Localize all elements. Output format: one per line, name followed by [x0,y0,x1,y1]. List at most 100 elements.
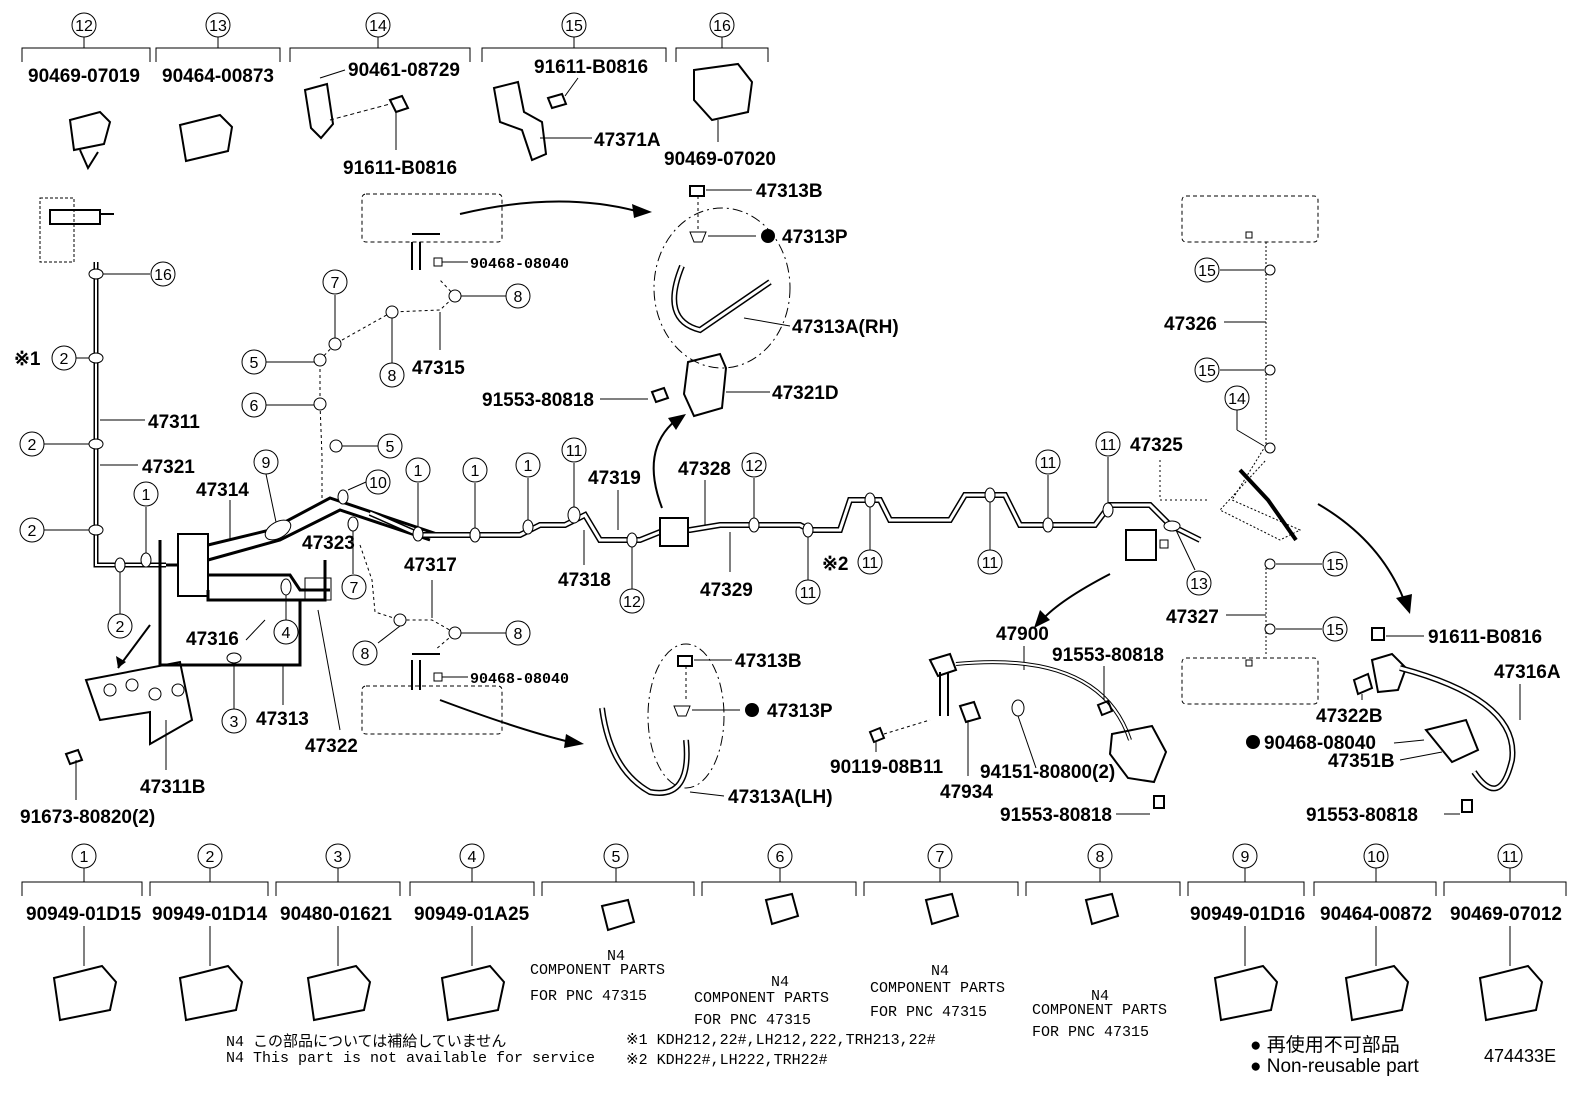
svg-text:1: 1 [414,463,423,480]
part-label: 47318 [558,570,611,591]
svg-text:8: 8 [514,626,523,643]
svg-text:1: 1 [142,487,151,504]
part-label: 91553-80818 [1000,805,1112,826]
svg-text:4: 4 [468,849,477,866]
callout-13: 13 [1186,570,1212,596]
callout-10: 10 [365,469,391,495]
svg-text:12: 12 [745,458,763,475]
callout-4: 4 [273,619,299,645]
part-label: 91553-80818 [482,390,594,411]
svg-text:15: 15 [1326,622,1344,639]
callout-6: 6 [767,843,793,869]
callout-5: 5 [603,843,629,869]
callout-7: 7 [341,574,367,600]
part-label: 47329 [700,580,753,601]
left-assembly: 16 ※1 2 47311 2 47321 2 2 1 47314 9 10 [14,197,441,828]
callout-14: 14 [365,12,391,38]
svg-text:11: 11 [1100,437,1117,454]
svg-text:15: 15 [1198,363,1216,380]
callout-5: 5 [377,433,403,459]
part-label: 47321D [772,383,839,404]
part-label: 47313P [782,227,848,248]
component-note: COMPONENT PARTS [1032,1002,1167,1019]
legend-en: ● Non-reusable part [1250,1056,1419,1077]
callout-15: 15 [561,12,587,38]
svg-text:11: 11 [1040,455,1057,472]
callout-11: 11 [1035,449,1061,475]
bottom-kits: 190949-01D15290949-01D14390480-016214909… [21,843,1567,1041]
svg-text:2: 2 [28,523,37,540]
svg-text:4: 4 [282,625,291,642]
bottom-kit-10: 10 90464-00872 [1313,843,1437,1022]
part-label: 47313B [735,651,802,672]
part-label: 47900 [996,624,1049,645]
part-label: 90469-07019 [28,66,140,87]
callout-11: 11 [1095,431,1121,457]
legend-jp: ● 再使用不可部品 [1250,1035,1400,1056]
right-line-assembly: 15 47326 15 14 15 47327 15 [1164,195,1348,705]
svg-text:15: 15 [1326,557,1344,574]
part-label: 47316 [186,629,239,650]
callout-11: 11 [795,579,821,605]
callout-8: 8 [379,362,405,388]
callout-11: 11 [561,437,587,463]
callout-2: 2 [19,517,45,543]
svg-text:16: 16 [154,267,172,284]
note-2: ※2 KDH22#,LH222,TRH22# [626,1052,828,1069]
callout-8: 8 [505,283,531,309]
callout-15: 15 [1194,357,1220,383]
callout-2: 2 [51,345,77,371]
callout-5: 5 [241,349,267,375]
part-label: 47325 [1130,435,1183,456]
svg-text:7: 7 [936,849,945,866]
hose-47316A: 91611-B0816 47316A 47322B 90468-08040 47… [1246,503,1561,826]
callout-11: 11 [1497,843,1523,869]
component-note: FOR PNC 47315 [694,1012,811,1029]
top-kit-14: 14 90461-08729 91611-B0816 [289,12,471,179]
svg-text:7: 7 [350,580,359,597]
diagram-code: 474433E [1484,1046,1557,1066]
svg-text:2: 2 [60,351,69,368]
non-reusable-dot [761,229,775,243]
callout-1: 1 [71,843,97,869]
part-label: N4 [607,948,625,965]
component-note: FOR PNC 47315 [1032,1024,1149,1041]
part-label: 90464-00872 [1320,904,1432,925]
part-label: 47316A [1494,662,1561,683]
part-label: 47313B [756,181,823,202]
part-label: 90461-08729 [348,60,460,81]
svg-text:8: 8 [514,289,523,306]
svg-text:8: 8 [388,368,397,385]
svg-text:13: 13 [1190,576,1208,593]
part-label: 47328 [678,459,731,480]
part-label: 47351B [1328,751,1395,772]
svg-text:11: 11 [800,585,817,602]
svg-text:12: 12 [75,18,93,35]
top-kit-12: 12 90469-07019 [21,12,151,171]
lh-hose-assembly: 47317 8 8 90468-08040 47313B 47313P 4731… [352,544,833,808]
svg-text:8: 8 [361,646,370,663]
svg-text:6: 6 [776,849,785,866]
svg-text:16: 16 [713,18,731,35]
svg-text:5: 5 [386,439,395,456]
component-note: COMPONENT PARTS [530,962,665,979]
part-label: N4 [771,974,789,991]
callout-11: 11 [977,549,1003,575]
svg-text:1: 1 [80,849,89,866]
callout-12: 12 [741,452,767,478]
part-label: 47327 [1166,607,1219,628]
component-note: FOR PNC 47315 [530,988,647,1005]
svg-text:8: 8 [1096,849,1105,866]
callout-10: 10 [1363,843,1389,869]
part-label: 47313P [767,701,833,722]
svg-text:11: 11 [566,443,583,460]
part-label: 91611-B0816 [534,57,648,78]
callout-4: 4 [459,843,485,869]
component-note: FOR PNC 47315 [870,1004,987,1021]
